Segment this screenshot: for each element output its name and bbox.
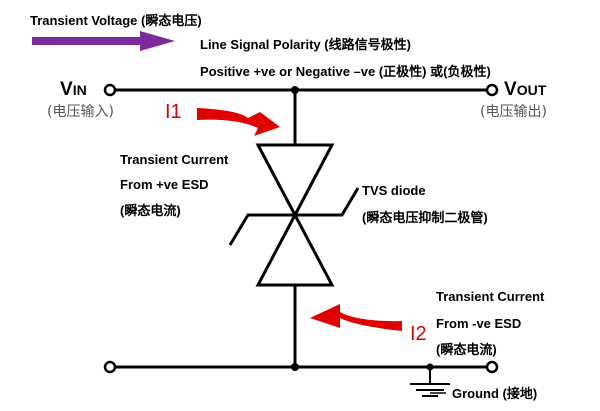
tc-negative-line2: From -ve ESD bbox=[436, 316, 522, 331]
tc-positive-line2: From +ve ESD bbox=[120, 177, 209, 192]
ground-icon bbox=[410, 367, 450, 397]
bottom-right-terminal bbox=[485, 360, 499, 374]
current-arrow-i1 bbox=[197, 108, 280, 136]
tvs-icon bbox=[228, 143, 360, 287]
current-i2-label: I2 bbox=[410, 323, 427, 345]
vin-cn-label: (电压输入) bbox=[47, 104, 114, 120]
vin-label: VIN bbox=[60, 79, 87, 100]
tvs-diode-label: TVS diode bbox=[362, 183, 426, 198]
line-polarity-label: Line Signal Polarity (线路信号极性) bbox=[200, 37, 411, 52]
bottom-junction bbox=[291, 363, 299, 371]
vout-cn-label: (电压输出) bbox=[480, 104, 547, 120]
polarity-options-label: Positive +ve or Negative –ve (正极性) 或(负极性… bbox=[200, 64, 491, 79]
tc-positive-line3: (瞬态电流) bbox=[120, 203, 181, 218]
tc-negative-line1: Transient Current bbox=[436, 289, 545, 304]
tc-negative-line3: (瞬态电流) bbox=[436, 342, 497, 357]
current-arrow-i2 bbox=[310, 304, 402, 331]
vin-terminal bbox=[103, 83, 117, 97]
current-i1-label: I1 bbox=[165, 101, 182, 123]
vout-terminal bbox=[485, 83, 499, 97]
transient-voltage-label: Transient Voltage (瞬态电压) bbox=[30, 13, 202, 28]
tvs-diode-cn-label: (瞬态电压抑制二极管) bbox=[362, 210, 488, 225]
ground-label: Ground (接地) bbox=[452, 386, 538, 401]
vout-label: VOUT bbox=[504, 79, 547, 100]
transient-voltage-arrow bbox=[32, 31, 175, 51]
bottom-left-terminal bbox=[103, 360, 117, 374]
tc-positive-line1: Transient Current bbox=[120, 152, 229, 167]
